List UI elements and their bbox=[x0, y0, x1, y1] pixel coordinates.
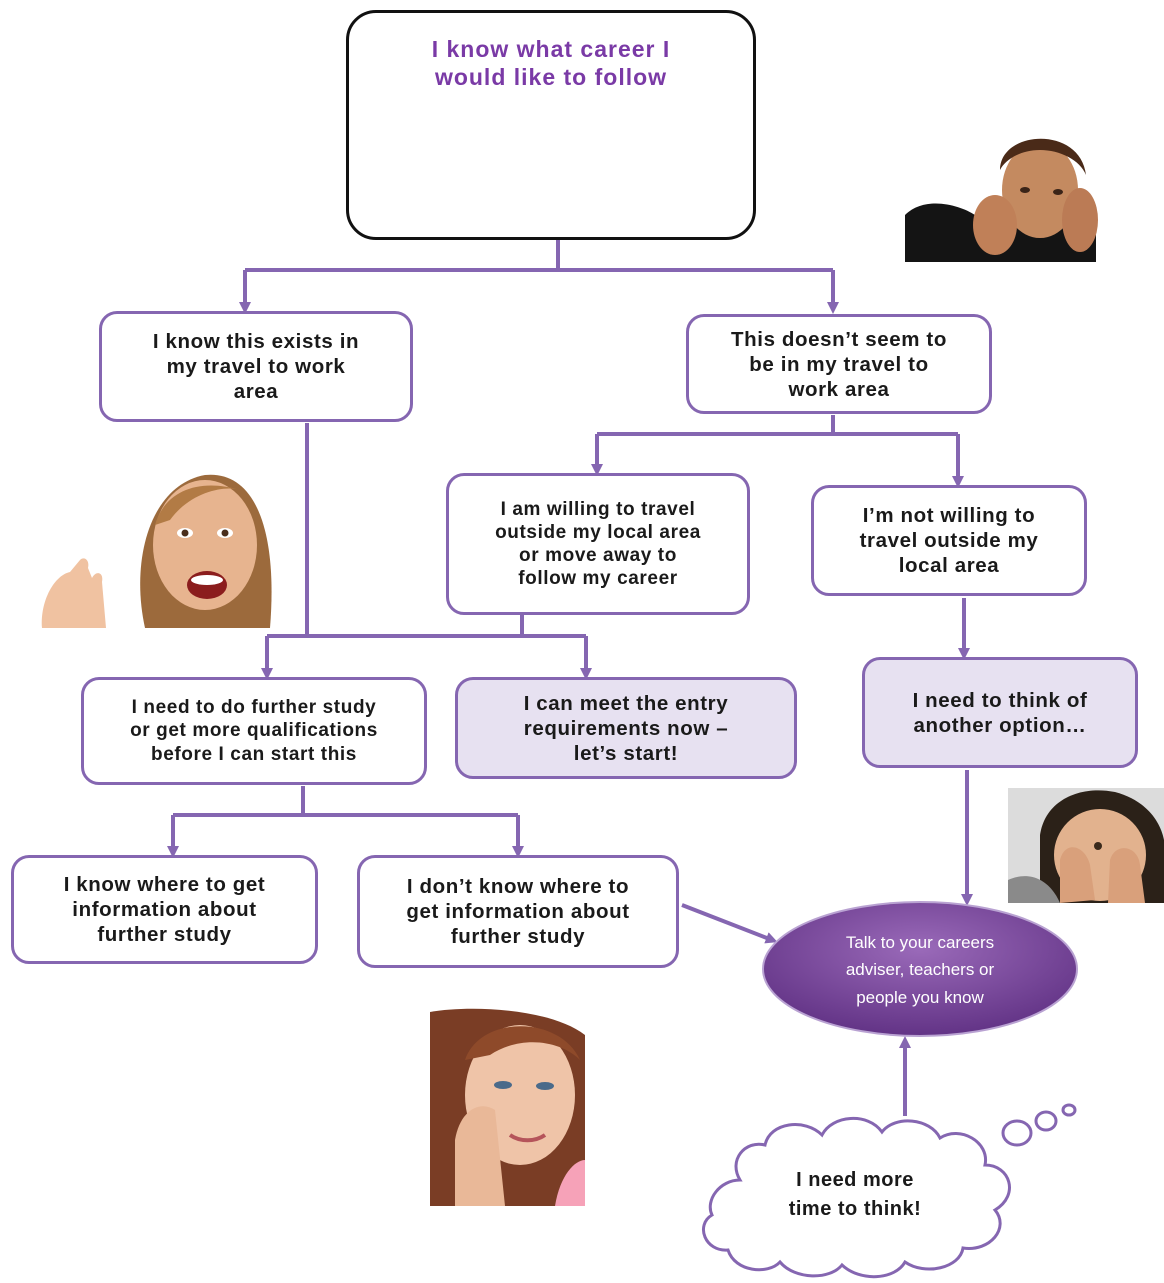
node-willing-text: I am willing to travel outside my local … bbox=[495, 498, 701, 590]
node-another-option: I need to think of another option… bbox=[862, 657, 1138, 768]
node-another-option-text: I need to think of another option… bbox=[912, 688, 1088, 737]
node-exists: I know this exists in my travel to work … bbox=[99, 311, 413, 422]
node-not-exists: This doesn’t seem to be in my travel to … bbox=[686, 314, 992, 414]
node-not-exists-text: This doesn’t seem to be in my travel to … bbox=[731, 327, 947, 401]
advice-oval bbox=[762, 901, 1078, 1037]
node-dont-know-where-text: I don’t know where to get information ab… bbox=[406, 875, 630, 948]
node-not-willing: I’m not willing to travel outside my loc… bbox=[811, 485, 1087, 596]
root-career-box: I know what career I would like to follo… bbox=[346, 10, 756, 240]
cloud-bubble-medium bbox=[1034, 1110, 1058, 1132]
thought-cloud bbox=[701, 1103, 1077, 1279]
cloud-bubble-small bbox=[1061, 1103, 1077, 1117]
boy-worried-photo bbox=[905, 138, 1098, 262]
connector-lines bbox=[167, 240, 973, 1116]
woman-thinking-photo bbox=[430, 1008, 585, 1206]
node-willing: I am willing to travel outside my local … bbox=[446, 473, 750, 615]
node-meet-requirements: I can meet the entry requirements now – … bbox=[455, 677, 797, 779]
boy-hiding-photo bbox=[1008, 788, 1164, 903]
node-not-willing-text: I’m not willing to travel outside my loc… bbox=[859, 504, 1039, 577]
node-meet-requirements-text: I can meet the entry requirements now – … bbox=[523, 691, 729, 765]
node-dont-know-where: I don’t know where to get information ab… bbox=[357, 855, 679, 968]
advice-text: Talk to your careers adviser, teachers o… bbox=[845, 933, 995, 1007]
node-know-where: I know where to get information about fu… bbox=[11, 855, 318, 964]
thought-text: I need more time to think! bbox=[788, 1169, 922, 1220]
node-know-where-text: I know where to get information about fu… bbox=[63, 873, 266, 946]
girl-excited-photo bbox=[41, 474, 272, 628]
node-exists-text: I know this exists in my travel to work … bbox=[152, 330, 360, 403]
node-further-study-text: I need to do further study or get more q… bbox=[130, 697, 378, 765]
node-further-study: I need to do further study or get more q… bbox=[81, 677, 427, 785]
cloud-bubble-large bbox=[1001, 1119, 1033, 1147]
root-career-text: I know what career I would like to follo… bbox=[431, 36, 671, 91]
